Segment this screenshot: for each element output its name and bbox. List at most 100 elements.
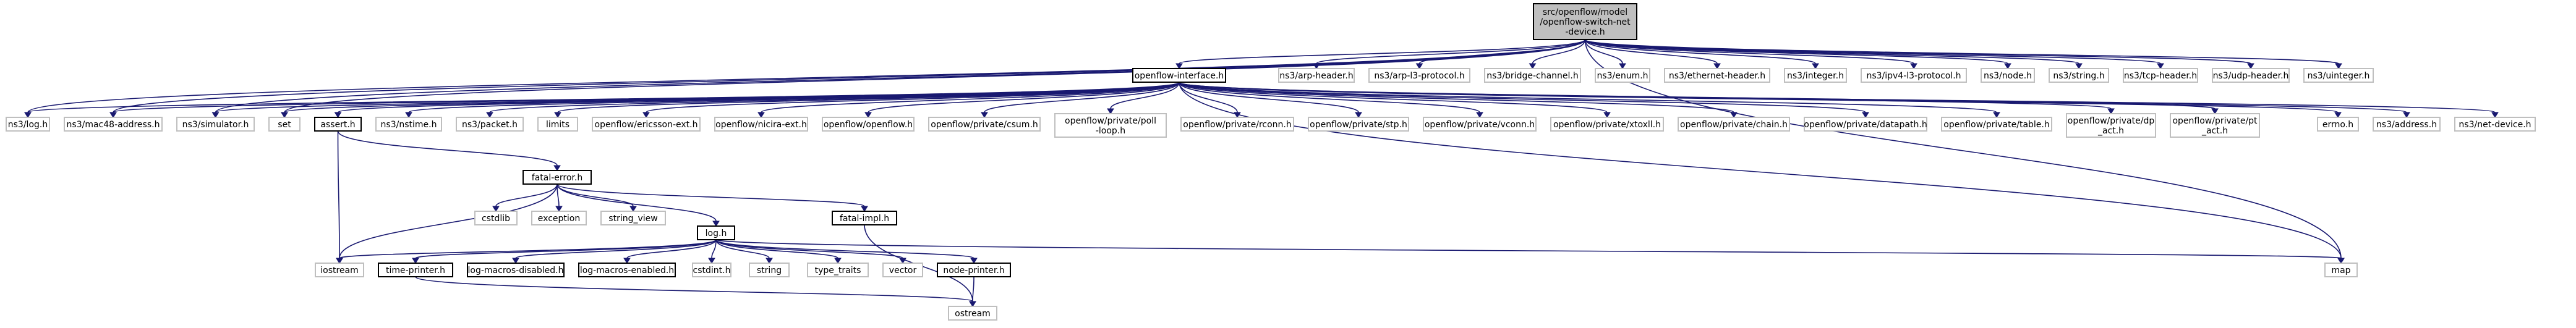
node-box [832,211,897,225]
node-box [697,225,735,240]
node-node-printer[interactable]: node-printer.h [937,263,1011,277]
node-log-en[interactable]: log-macros-enabled.h [578,263,676,277]
node-box [1054,113,1167,138]
node-label: log-macros-enabled.h [580,266,674,275]
node-udp-header: ns3/udp-header.h [2212,68,2290,83]
node-label: openflow/private/chain.h [1680,120,1788,130]
node-box [600,211,666,225]
node-box [592,117,701,132]
node-label: openflow/private/pt [2172,116,2258,126]
node-label: ns3/simulator.h [182,120,249,130]
node-fatal-impl[interactable]: fatal-impl.h [832,211,897,225]
node-label: set [278,120,291,130]
node-label: openflow-interface.h [1135,71,1224,81]
node-box [6,117,50,132]
node-ostream: ostream [948,306,997,321]
node-label: _act.h [2201,126,2228,136]
node-label: _act.h [2097,126,2124,136]
node-cstdint: cstdint.h [692,263,731,277]
edge-arrowhead [2247,63,2254,69]
edge-arrowhead [405,112,412,118]
edge-arrowhead [629,206,637,212]
edge-arrowhead [2157,63,2164,69]
node-string: string [749,263,790,277]
node-assert[interactable]: assert.h [314,117,362,132]
node-label: fatal-error.h [532,173,582,183]
edge-ofi-to-limits [557,82,1180,113]
edge-arrowhead [2337,258,2345,264]
node-vector: vector [882,263,923,277]
node-label: errno.h [2322,120,2353,130]
node-label: ns3/string.h [2053,71,2104,81]
node-logh[interactable]: log.h [697,225,735,240]
edge-arrowhead [1415,63,1423,69]
node-packet: ns3/packet.h [456,117,524,132]
node-vtxoll: openflow/private/xtoxll.h [1550,117,1664,132]
node-box [378,263,453,277]
node-arp-l3: ns3/arp-l3-protocol.h [1368,68,1470,83]
node-box [928,117,1041,132]
edge-arrowhead [766,258,773,264]
edge-ofi-to-simulator [215,82,1180,113]
edge-arrowhead [1529,63,1537,69]
node-label: openflow/ericsson-ext.h [595,120,698,130]
edge-fatal-error-to-fatal-impl [557,183,865,207]
node-label: -device.h [1565,27,1605,37]
edge-ofi-to-net-device [1179,82,2496,113]
edge-root-to-ofi [1179,39,1586,64]
edge-arrowhead [555,206,563,212]
node-label: limits [546,120,569,130]
node-string-h: ns3/string.h [2049,68,2109,83]
node-ericsson: openflow/ericsson-ext.h [592,117,701,132]
edge-arrowhead [757,112,765,118]
node-label: time-printer.h [386,266,445,275]
edge-logh-to-iostream [339,239,717,259]
node-box [1484,68,1581,83]
edge-logh-to-log-dis [515,239,717,259]
edge-root-to-arp-header [1316,39,1586,64]
node-arp-header: ns3/arp-header.h [1278,68,1355,83]
node-cstdlib: cstdlib [474,211,518,225]
edge-arrowhead [336,258,343,264]
node-box [1368,68,1470,83]
edge-root-to-ipv4-l3 [1584,39,1914,64]
node-label: openflow/private/stp.h [1310,120,1407,130]
node-enum: ns3/enum.h [1595,68,1650,83]
edge-ofi-to-ericsson [646,82,1180,113]
edge-logh-to-time-printer [415,239,717,259]
edge-arrowhead [2334,112,2342,118]
edge-root-to-bridge-channel [1532,39,1586,64]
node-fatal-error[interactable]: fatal-error.h [522,170,592,185]
node-log-dis[interactable]: log-macros-disabled.h [467,263,565,277]
node-dp-act: openflow/private/dp_act.h [2066,113,2156,138]
edge-fatal-error-to-cstdlib [495,183,558,207]
node-label: openflow/private/rconn.h [1183,120,1292,130]
edge-arrowhead [1476,112,1483,118]
node-time-printer[interactable]: time-printer.h [378,263,453,277]
edge-arrowhead [861,206,868,212]
node-box [1784,68,1847,83]
node-label: ns3/udp-header.h [2213,71,2289,81]
node-rconn: openflow/private/rconn.h [1180,117,1294,132]
edge-arrowhead [712,221,720,227]
edge-arrowhead [492,206,500,212]
node-box [1804,117,1927,132]
node-box [1180,117,1294,132]
edge-ofi-to-csum [984,82,1180,113]
node-ofi[interactable]: openflow-interface.h [1132,68,1226,83]
node-box [375,117,442,132]
node-label: ns3/net-device.h [2459,120,2531,130]
node-simulator: ns3/simulator.h [176,117,255,132]
node-root[interactable]: src/openflow/model/openflow-switch-net-d… [1533,3,1637,40]
edge-arrowhead [2107,108,2115,114]
edge-arrowhead [970,258,978,264]
edge-ofi-to-poll [1110,82,1180,109]
edge-assert-to-fatal-error [337,130,558,166]
node-label: string [757,266,782,275]
node-box [2049,68,2109,83]
edge-root-to-map [1584,39,2342,259]
node-box [1941,117,2052,132]
edge-arrowhead [642,112,650,118]
node-label: openflow/private/datapath.h [1804,120,1927,130]
node-label: src/openflow/model [1543,7,1627,17]
